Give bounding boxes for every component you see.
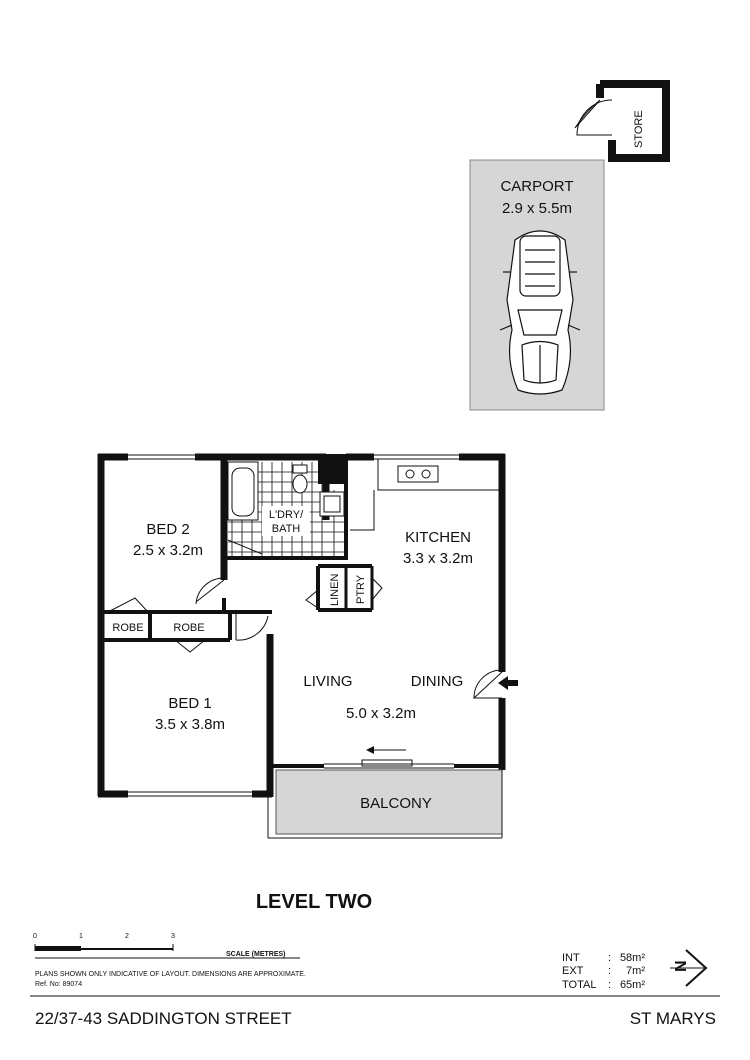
north-arrow-icon: N <box>670 949 708 987</box>
carport-size: 2.9 x 5.5m <box>502 200 572 217</box>
doors <box>107 539 503 699</box>
living-size: 5.0 x 3.2m <box>346 705 416 722</box>
store-label: STORE <box>633 110 645 148</box>
address: 22/37-43 SADDINGTON STREET <box>35 1009 292 1028</box>
area-total-value: 65m² <box>620 979 645 991</box>
laundry-label-line1: L'DRY/ <box>269 509 304 521</box>
car-icon <box>499 230 581 395</box>
bed2-size: 2.5 x 3.2m <box>133 542 203 559</box>
area-int-value: 58m² <box>620 952 645 964</box>
windows <box>98 454 459 797</box>
scale-tick-3: 3 <box>171 933 175 940</box>
linen-label: LINEN <box>329 574 341 606</box>
living-label: LIVING <box>303 673 352 690</box>
ref-number: Ref. No: 89074 <box>35 981 82 988</box>
area-int-sep: : <box>608 952 611 964</box>
kitchen-label: KITCHEN <box>405 529 471 546</box>
area-total-sep: : <box>608 979 611 991</box>
laundry-label-line2: BATH <box>272 523 301 535</box>
disclaimer: PLANS SHOWN ONLY INDICATIVE OF LAYOUT. D… <box>35 971 306 978</box>
pantry-label: PTRY <box>355 574 367 604</box>
kitchen-size: 3.3 x 3.2m <box>403 550 473 567</box>
store-room: STORE <box>574 80 670 162</box>
bed1-size: 3.5 x 3.8m <box>155 716 225 733</box>
bed1-label: BED 1 <box>168 695 211 712</box>
entry-arrow-icon <box>498 676 518 690</box>
scale-tick-2: 2 <box>125 933 129 940</box>
area-ext-value: 7m² <box>626 965 645 977</box>
carport: CARPORT 2.9 x 5.5m <box>469 159 605 411</box>
robe-right-label: ROBE <box>173 622 204 634</box>
area-ext-label: EXT <box>562 965 584 977</box>
level-title: LEVEL TWO <box>256 891 372 913</box>
bathroom: L'DRY/ BATH <box>227 461 345 556</box>
balcony-label: BALCONY <box>360 795 432 812</box>
suburb: ST MARYS <box>630 1009 716 1028</box>
scale-tick-1: 1 <box>79 933 83 940</box>
balcony: BALCONY <box>267 769 503 839</box>
area-int-label: INT <box>562 952 580 964</box>
area-total-label: TOTAL <box>562 979 596 991</box>
scale-bar: 0 1 2 3 SCALE (METRES) <box>33 933 300 959</box>
scale-label: SCALE (METRES) <box>226 951 286 958</box>
area-summary: INT : 58m² EXT : 7m² TOTAL : 65m² <box>562 952 645 991</box>
sliding-door-arrow-icon <box>366 746 406 754</box>
robe-left-label: ROBE <box>112 622 143 634</box>
dining-label: DINING <box>411 673 464 690</box>
north-label: N <box>673 960 690 972</box>
carport-label: CARPORT <box>500 178 573 195</box>
area-ext-sep: : <box>608 965 611 977</box>
scale-tick-0: 0 <box>33 933 37 940</box>
unit-walls <box>97 453 506 798</box>
bed2-label: BED 2 <box>146 521 189 538</box>
kitchen-bench <box>350 459 502 531</box>
